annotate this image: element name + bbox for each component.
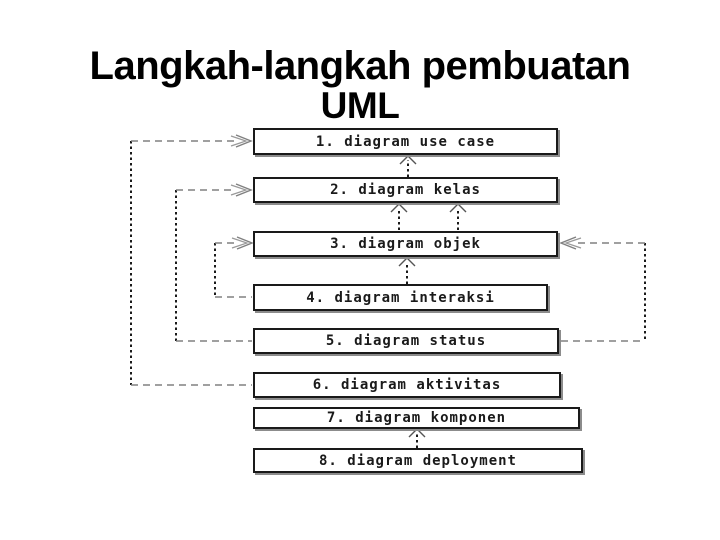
connector-box5-to-box2 bbox=[175, 183, 253, 342]
diagram-box-aktivitas: 6. diagram aktivitas bbox=[253, 372, 561, 398]
diagram-box-interaksi: 4. diagram interaksi bbox=[253, 284, 548, 311]
arrow-box3-to-box2-right bbox=[449, 203, 467, 230]
page-title: Langkah-langkah pembuatan UML bbox=[0, 45, 720, 126]
arrow-box2-to-box1 bbox=[399, 155, 417, 177]
connector-box4-to-box3 bbox=[214, 236, 254, 298]
connector-box5-to-box3-right bbox=[559, 236, 646, 342]
diagram-box-kelas: 2. diagram kelas bbox=[253, 177, 558, 203]
arrow-box3-to-box2-left bbox=[390, 203, 408, 230]
diagram-box-objek: 3. diagram objek bbox=[253, 231, 558, 257]
diagram-box-status: 5. diagram status bbox=[253, 328, 559, 354]
title-line-1: Langkah-langkah pembuatan bbox=[89, 43, 631, 88]
arrow-box8-to-box7 bbox=[408, 428, 426, 448]
diagram-box-komponen: 7. diagram komponen bbox=[253, 407, 580, 429]
arrow-box4-to-box3 bbox=[398, 257, 416, 284]
title-line-2: UML bbox=[320, 84, 400, 126]
diagram-box-deployment: 8. diagram deployment bbox=[253, 448, 583, 473]
diagram-box-use-case: 1. diagram use case bbox=[253, 128, 558, 155]
connector-box6-to-box1 bbox=[130, 134, 253, 386]
